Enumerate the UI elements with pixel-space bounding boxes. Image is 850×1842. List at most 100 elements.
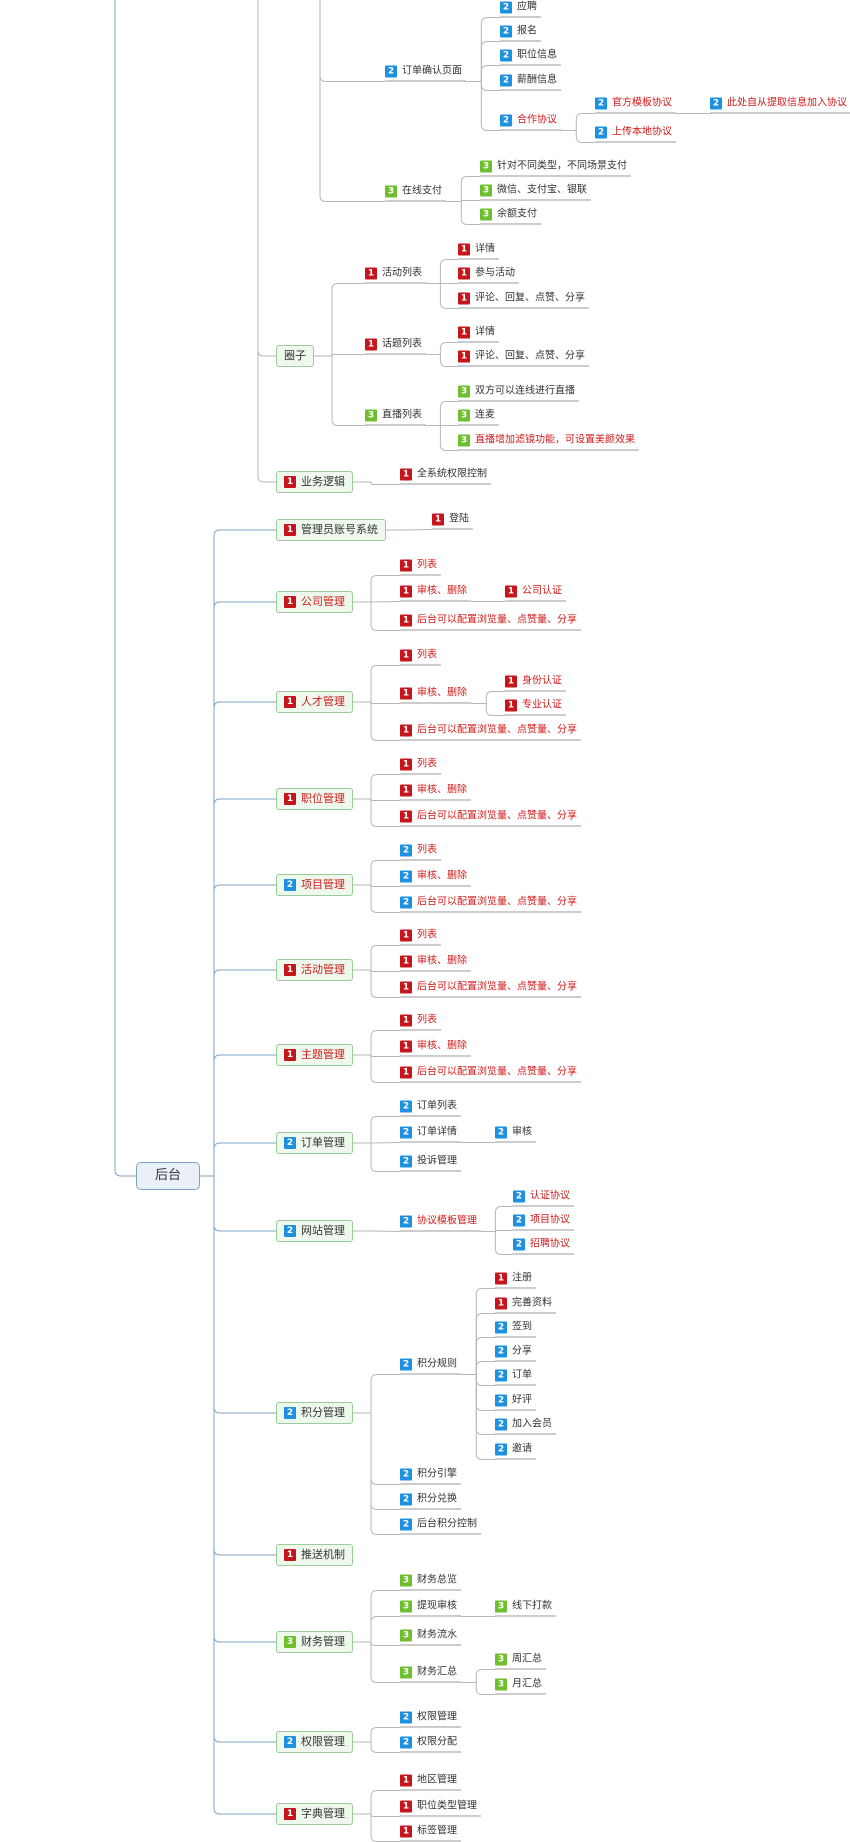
node-label: 周汇总 [512, 1653, 542, 1665]
connector-line [353, 1641, 400, 1646]
node-qz[interactable]: 圈子 [276, 345, 314, 367]
node-root[interactable]: 后台 [135, 1162, 201, 1190]
connector-line [353, 1230, 401, 1232]
priority-3-icon: 3 [458, 385, 470, 398]
